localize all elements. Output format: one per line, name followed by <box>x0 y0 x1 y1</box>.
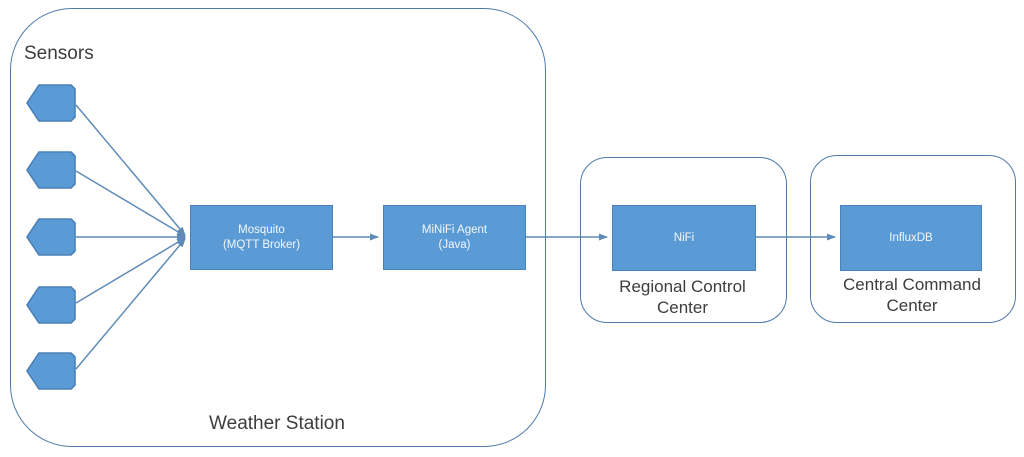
sensor-hexagon-3 <box>26 218 76 256</box>
sensors-heading: Sensors <box>24 43 94 64</box>
sensor-hexagon-4 <box>26 286 76 324</box>
weather-station-container <box>10 8 546 447</box>
sensor-hexagon-2 <box>26 151 76 189</box>
sensor-connector-2 <box>75 170 186 237</box>
minifi-agent-node-label: MiNiFi Agent (Java) <box>421 223 488 251</box>
mosquito-node: Mosquito (MQTT Broker) <box>190 205 333 270</box>
central-command-center-container <box>810 155 1016 323</box>
sensor-hexagon-1 <box>26 84 76 122</box>
weather-station-title: Weather Station <box>209 413 345 434</box>
sensor-hexagons <box>26 84 76 390</box>
sensor-connector-1 <box>75 104 186 236</box>
mosquito-node-label: Mosquito (MQTT Broker) <box>222 223 301 251</box>
regional-control-center-title: Regional Control Center <box>619 277 746 317</box>
central-command-center-title: Central Command Center <box>843 275 981 315</box>
nifi-node: NiFi <box>612 205 756 271</box>
nifi-node-label: NiFi <box>673 231 695 244</box>
sensor-connectors <box>75 104 186 370</box>
sensor-connector-5 <box>75 238 186 370</box>
minifi-agent-node: MiNiFi Agent (Java) <box>383 205 526 270</box>
regional-control-center-container <box>580 157 787 323</box>
influxdb-node: InfluxDB <box>840 205 982 271</box>
influxdb-node-label: InfluxDB <box>889 231 933 244</box>
sensor-connector-4 <box>75 237 186 304</box>
